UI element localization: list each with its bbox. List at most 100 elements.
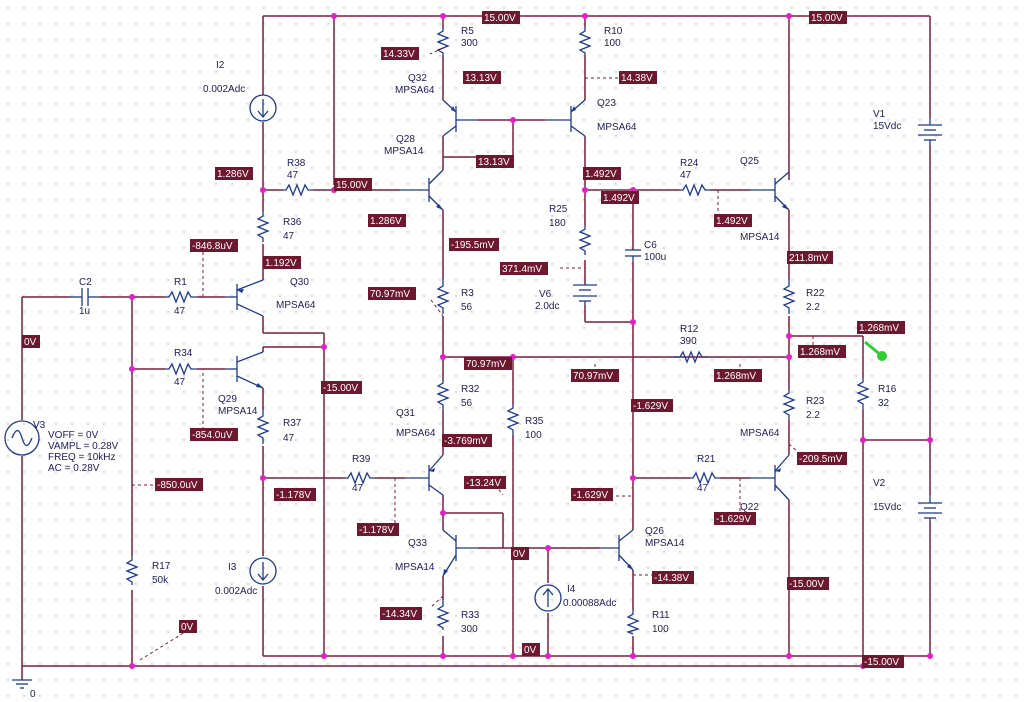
svg-text:70.97mV: 70.97mV: [466, 359, 506, 370]
resistor-R22: [782, 280, 796, 314]
transistor-Q25: [750, 171, 790, 211]
svg-text:-13.24V: -13.24V: [466, 478, 501, 489]
transistor-Q30: [225, 279, 264, 317]
ground-label: 0: [30, 689, 36, 700]
voltage-badge: 13.13V: [463, 71, 501, 84]
svg-text:-195.5mV: -195.5mV: [451, 240, 495, 251]
voltage-badge: 70.97mV: [571, 369, 619, 382]
svg-text:14.38V: 14.38V: [621, 73, 653, 84]
svg-text:-14.38V: -14.38V: [654, 573, 689, 584]
label-R5-line-1: R5: [461, 26, 474, 37]
voltage-badge: -195.5mV: [449, 238, 499, 251]
label-R5-line-2: 300: [461, 38, 478, 49]
voltage-badge: -14.38V: [652, 571, 694, 584]
voltage-badge: 15.00V: [482, 11, 520, 24]
voltage-badge: 0V: [522, 643, 540, 656]
transistors: [225, 99, 790, 577]
resistor-R23: [782, 390, 796, 420]
voltage-badge: 1.268mV: [798, 345, 846, 358]
svg-text:-15.00V: -15.00V: [323, 383, 358, 394]
svg-text:0V: 0V: [524, 645, 537, 656]
svg-text:1.492V: 1.492V: [603, 193, 635, 204]
junction-dots: [129, 13, 933, 669]
voltage-badge: -1.629V: [571, 488, 613, 501]
resistor-R32: [436, 380, 450, 410]
voltage-badge: 1.492V: [714, 214, 752, 227]
resistor-R36: [256, 212, 270, 242]
svg-text:15.00V: 15.00V: [336, 180, 368, 191]
voltage-badge: -846.8uV: [190, 239, 238, 252]
svg-text:1.492V: 1.492V: [585, 169, 617, 180]
svg-text:-850.0uV: -850.0uV: [157, 480, 198, 491]
resistors: [125, 28, 870, 635]
current-source-I2: [249, 94, 277, 122]
transistor-Q32: [442, 99, 478, 137]
voltage-badge: -13.24V: [464, 476, 506, 489]
voltage-badge: 0V: [179, 620, 197, 633]
svg-text:-1.178V: -1.178V: [276, 490, 311, 501]
transistor-Q33: [442, 529, 478, 577]
resistor-R34: [165, 362, 197, 376]
ground-symbol: [12, 679, 32, 689]
voltage-badge: -1.629V: [631, 399, 673, 412]
resistor-R12: [674, 350, 708, 364]
svg-text:0V: 0V: [181, 622, 194, 633]
sine-source-V3: [4, 420, 40, 456]
capacitors: [70, 249, 641, 306]
voltage-badge: 1.268mV: [857, 321, 905, 334]
voltage-badge: 1.492V: [601, 191, 639, 204]
voltage-badge: 70.97mV: [368, 287, 416, 300]
svg-text:1.192V: 1.192V: [265, 258, 297, 269]
svg-text:1.286V: 1.286V: [370, 216, 402, 227]
voltage-badge: 211.8mV: [787, 251, 833, 264]
voltage-badge: -1.178V: [357, 523, 399, 536]
resistor-R16: [856, 378, 870, 410]
voltage-badge: -15.00V: [862, 655, 904, 668]
resistor-R5: [436, 28, 450, 56]
svg-text:15.00V: 15.00V: [811, 13, 843, 24]
voltage-badge: 70.97mV: [464, 357, 512, 370]
voltage-badge: -15.00V: [787, 577, 829, 590]
capacitor-C6: [625, 249, 641, 262]
resistor-R39: [345, 471, 375, 485]
voltage-badge: 1.286V: [215, 167, 253, 180]
voltage-badge: -850.0uV: [155, 478, 203, 491]
transistor-Q26: [600, 529, 634, 571]
svg-text:1.268mV: 1.268mV: [800, 347, 840, 358]
transistor-Q28: [400, 169, 444, 211]
svg-text:0V: 0V: [513, 549, 526, 560]
svg-text:1.268mV: 1.268mV: [859, 323, 899, 334]
voltage-badge: 0V: [22, 335, 40, 348]
svg-text:1.286V: 1.286V: [217, 169, 249, 180]
voltage-badge: -854.0uV: [190, 428, 238, 441]
current-source-I3: [249, 557, 277, 585]
resistor-R24: [680, 183, 710, 197]
battery-V6: [573, 284, 597, 305]
label-Q22: Q22MPSA64: [740, 428, 780, 513]
resistor-R35: [506, 405, 520, 435]
svg-text:-14.34V: -14.34V: [382, 609, 417, 620]
voltage-badge: -1.178V: [274, 488, 316, 501]
voltage-badge: 1.268mV: [714, 369, 762, 382]
